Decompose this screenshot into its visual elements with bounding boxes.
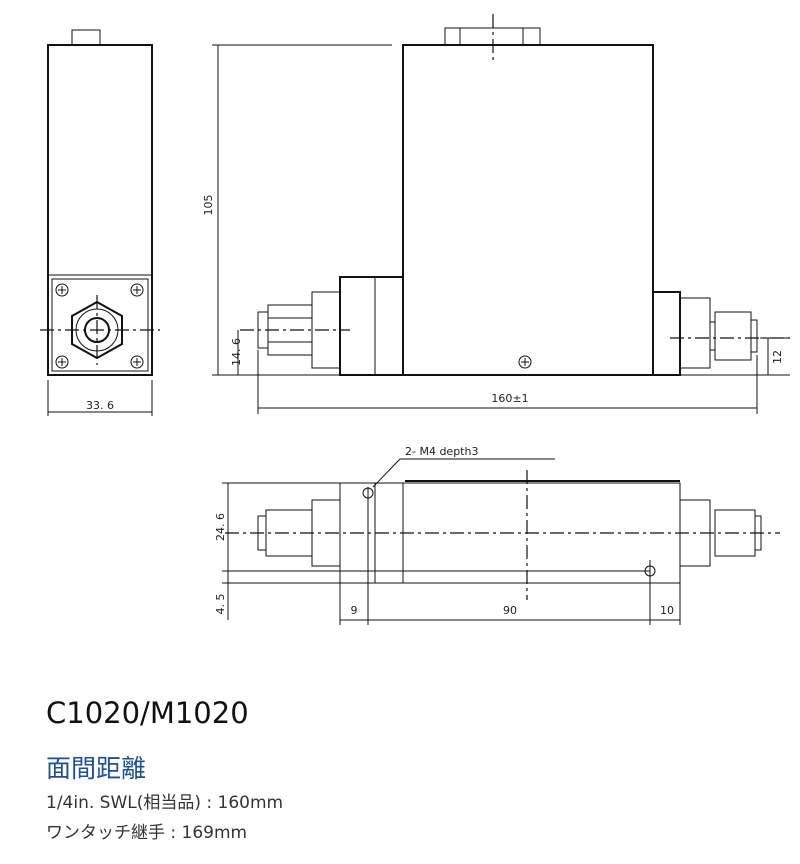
model-title: C1020/M1020 (46, 696, 249, 730)
dim-port-height: 14. 6 (230, 338, 243, 366)
dim-hole-offset-right: 10 (660, 604, 674, 617)
screw-icon (518, 355, 532, 369)
screw-icon (55, 283, 144, 369)
dim-side-width: 33. 6 (86, 399, 114, 412)
dim-hole-pitch: 90 (503, 604, 517, 617)
dim-face-to-face: 160±1 (491, 392, 528, 405)
dim-height: 105 (202, 195, 215, 216)
dim-hole-offset-y: 4. 5 (214, 594, 227, 615)
dim-right-port-height: 12 (771, 350, 784, 364)
section-heading: 面間距離 (46, 754, 147, 783)
dim-bottom-width: 24. 6 (214, 513, 227, 541)
side-view: 33. 6 (40, 29, 160, 416)
dim-hole-note: 2- M4 depth3 (405, 445, 478, 458)
front-view: 105 14. 6 12 160±1 (202, 14, 790, 414)
dim-hole-offset-left: 9 (351, 604, 358, 617)
spec-line-swl: 1/4in. SWL(相当品) : 160mm (46, 793, 284, 813)
bottom-view: 2- M4 depth3 24. 6 4. 5 9 90 10 (214, 445, 780, 625)
spec-line-one-touch: ワンタッチ継手 : 169mm (46, 823, 248, 843)
technical-drawing: 33. 6 105 14. 6 12 (40, 14, 790, 625)
